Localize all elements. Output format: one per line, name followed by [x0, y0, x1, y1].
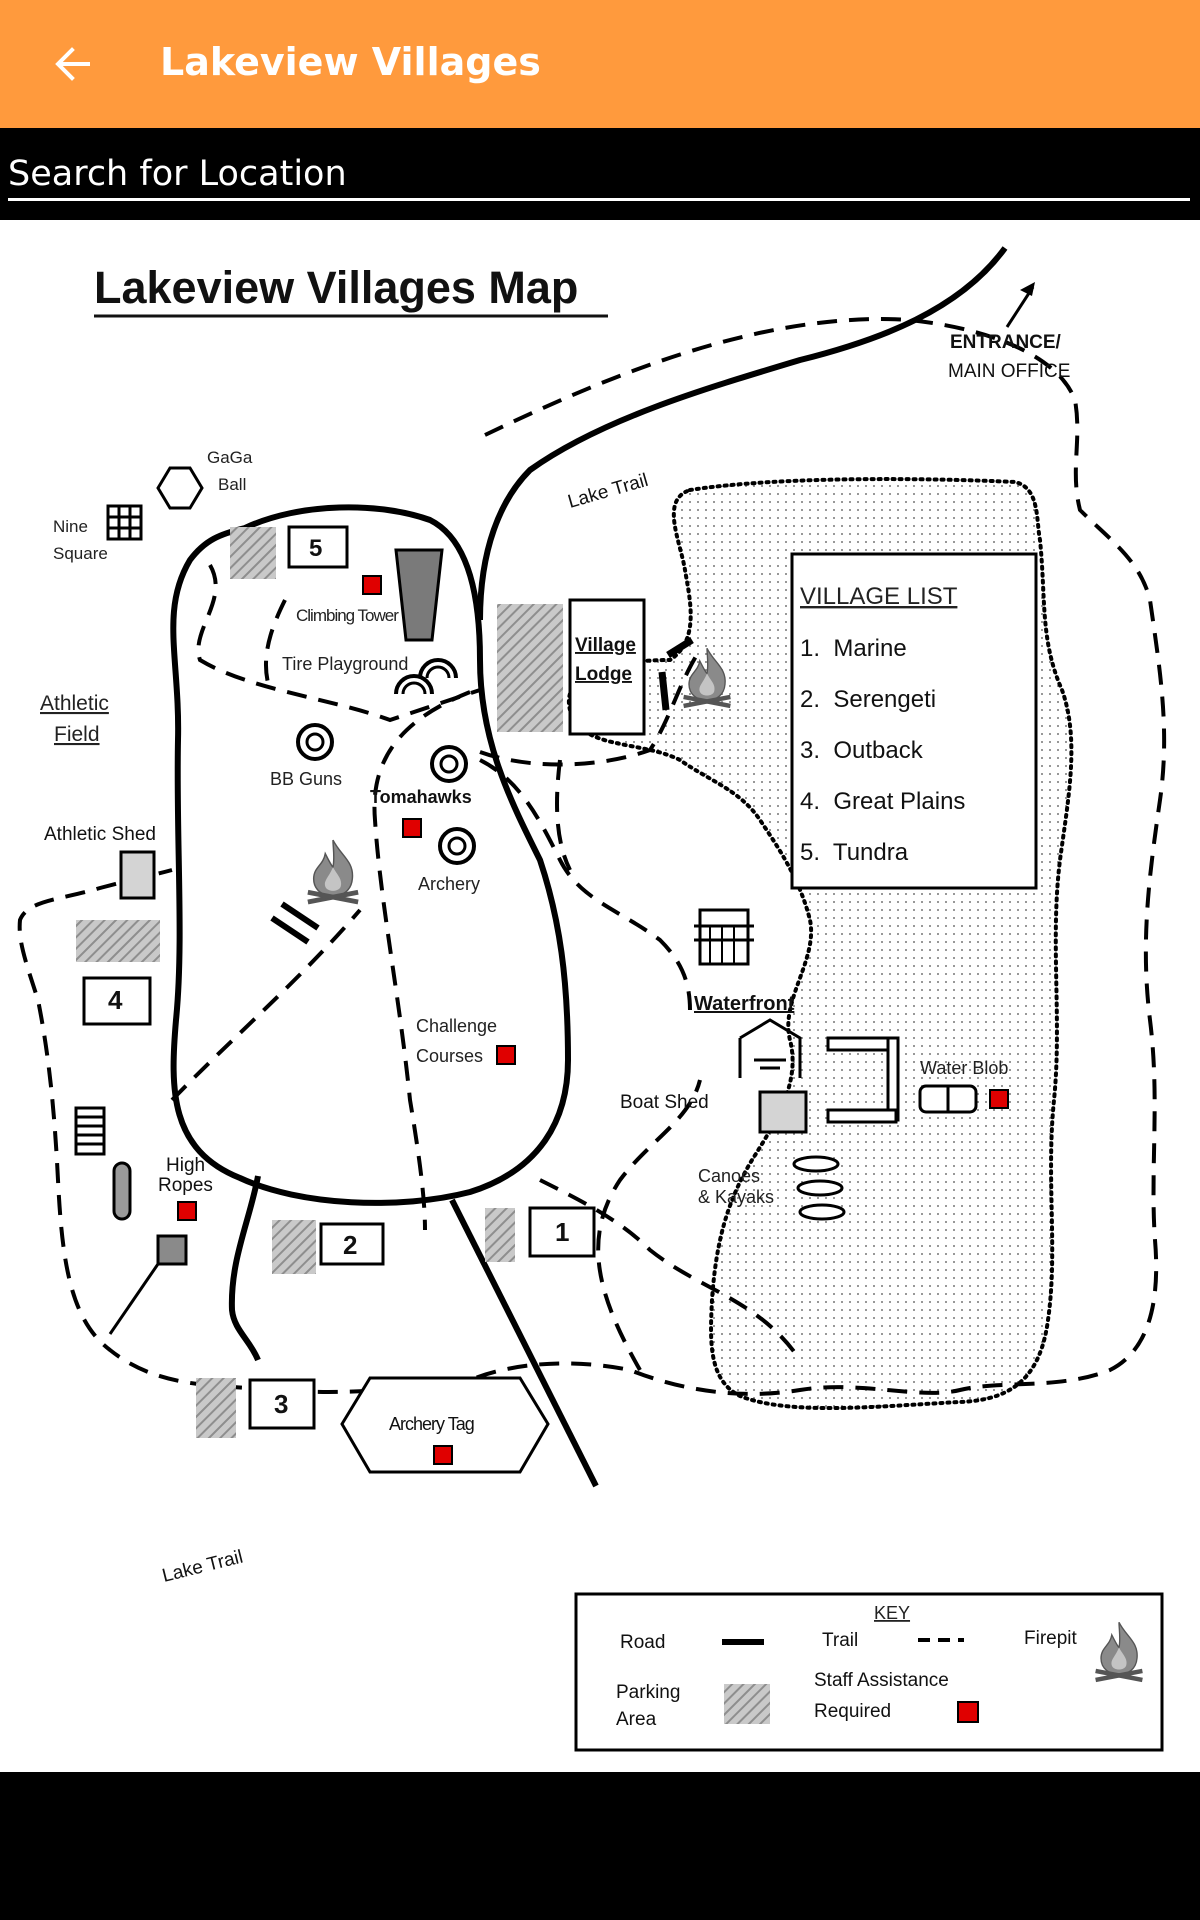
- village-5-box[interactable]: [287, 525, 349, 569]
- boat-shed-label: Boat Shed: [620, 1092, 709, 1113]
- village-4-number: 4: [108, 985, 123, 1015]
- tire-playground-label: Tire Playground: [282, 654, 408, 674]
- key-parking-label-2: Area: [616, 1709, 657, 1730]
- lake-trail-label-bottom: Lake Trail: [160, 1547, 245, 1587]
- village-3-number: 3: [274, 1389, 288, 1419]
- gaga-label-2: Ball: [218, 475, 246, 494]
- entrance-label-2: MAIN OFFICE: [948, 361, 1070, 382]
- village-list-item: 5. Tundra: [800, 839, 909, 866]
- tire-playground-icon: [394, 658, 458, 695]
- staff-required-icon: [496, 1045, 516, 1065]
- gaga-ball-icon: [156, 466, 204, 510]
- village-list-item: 3. Outback: [800, 737, 924, 764]
- key-firepit-label: Firepit: [1024, 1628, 1078, 1649]
- search-input[interactable]: [8, 150, 1190, 201]
- high-ropes-label-1: High: [166, 1155, 205, 1176]
- parking-area: [485, 1208, 515, 1262]
- high-ropes-label-2: Ropes: [158, 1175, 213, 1196]
- back-button[interactable]: [40, 36, 104, 92]
- bleachers-icon: [74, 1106, 106, 1156]
- village-3-box[interactable]: [248, 1378, 316, 1430]
- parking-area: [272, 1220, 316, 1274]
- parking-area: [76, 920, 160, 962]
- village-list-box: [790, 552, 1038, 890]
- village-1-box[interactable]: [528, 1206, 596, 1258]
- bb-guns-label: BB Guns: [270, 769, 342, 789]
- challenge-courses-label-2: Courses: [416, 1046, 483, 1066]
- village-lodge-label-1: Village: [575, 635, 636, 656]
- canoe-icon: [792, 1155, 846, 1221]
- village-1-number: 1: [555, 1217, 569, 1247]
- app-title: Lakeview Villages: [160, 40, 541, 84]
- archery-tag-label: Archery Tag: [389, 1414, 474, 1434]
- key-title: KEY: [874, 1603, 910, 1623]
- key-staff-label-1: Staff Assistance: [814, 1670, 949, 1691]
- athletic-shed: [119, 850, 156, 900]
- village-2-box[interactable]: [319, 1222, 385, 1266]
- waterfront-gate-icon: [694, 908, 754, 966]
- canoes-label-1: Canoes: [698, 1166, 760, 1186]
- parking-area: [196, 1378, 236, 1438]
- lake-trail-path: [17, 317, 1167, 1396]
- staff-required-icon: [177, 1201, 197, 1221]
- village-5-number: 5: [309, 535, 322, 562]
- climbing-tower-icon: [394, 548, 444, 642]
- key-road-label: Road: [620, 1632, 665, 1653]
- map-view[interactable]: Lakeview Villages Map ENTRANCE/ MAIN OFF…: [0, 220, 1200, 1772]
- key-staff-label-2: Required: [814, 1701, 891, 1722]
- tomahawks-label: Tomahawks: [370, 787, 472, 807]
- bottom-area: [0, 1772, 1200, 1920]
- village-2-number: 2: [343, 1230, 357, 1260]
- canoes-label-2: & Kayaks: [698, 1187, 774, 1207]
- parking-area: [497, 604, 563, 732]
- key-trail-label: Trail: [822, 1630, 858, 1651]
- high-ropes-platform: [156, 1234, 188, 1266]
- key-parking-swatch: [724, 1684, 770, 1724]
- waterfront-label: Waterfront: [694, 993, 795, 1015]
- village-lodge-label-2: Lodge: [575, 664, 632, 685]
- climbing-tower-label: Climbing Tower: [296, 606, 399, 625]
- village-list-title: VILLAGE LIST: [800, 583, 958, 610]
- tomahawks-target-icon: [430, 745, 468, 783]
- challenge-courses-label-1: Challenge: [416, 1016, 497, 1036]
- village-list-item: 2. Serengeti: [800, 686, 936, 713]
- staff-required-icon: [362, 575, 382, 595]
- lake-trail-label-top: Lake Trail: [566, 470, 651, 513]
- app-bar: Lakeview Villages: [0, 0, 1200, 128]
- arrow-left-icon: [55, 47, 90, 81]
- key-staff-swatch: [957, 1701, 979, 1723]
- boat-shed-building: [758, 1090, 808, 1134]
- athletic-field-label-1: Athletic: [40, 692, 109, 715]
- staff-required-icon: [433, 1445, 453, 1465]
- athletic-field-label-2: Field: [54, 723, 100, 746]
- picnic-shelter-icon: [738, 1018, 802, 1078]
- entrance-arrow-icon: [1005, 282, 1035, 328]
- bb-guns-target-icon: [296, 723, 334, 761]
- entrance-label-1: ENTRANCE/: [950, 332, 1062, 353]
- map-key: [574, 1592, 1164, 1752]
- village-list-item: 1. Marine: [800, 635, 907, 662]
- archery-target-icon: [438, 827, 476, 865]
- archery-tag-field: [340, 1376, 550, 1474]
- high-ropes-pole: [112, 1161, 132, 1221]
- athletic-shed-label: Athletic Shed: [44, 824, 156, 845]
- nine-square-label-1: Nine: [53, 517, 88, 536]
- staff-required-icon: [402, 818, 422, 838]
- map-title: Lakeview Villages Map: [94, 262, 578, 313]
- staff-required-icon: [989, 1089, 1009, 1109]
- firepit-icon: [308, 840, 358, 902]
- village-lodge-building[interactable]: [568, 598, 646, 736]
- archery-label: Archery: [418, 874, 480, 894]
- village-4-box[interactable]: [82, 976, 152, 1026]
- dock: [826, 1036, 900, 1124]
- parking-area: [230, 527, 276, 579]
- village-list-item: 4. Great Plains: [800, 788, 965, 815]
- nine-square-icon: [106, 504, 143, 541]
- nine-square-label-2: Square: [53, 544, 108, 563]
- key-parking-label-1: Parking: [616, 1682, 680, 1703]
- gaga-label-1: GaGa: [207, 448, 253, 467]
- water-blob-label: Water Blob: [920, 1058, 1008, 1078]
